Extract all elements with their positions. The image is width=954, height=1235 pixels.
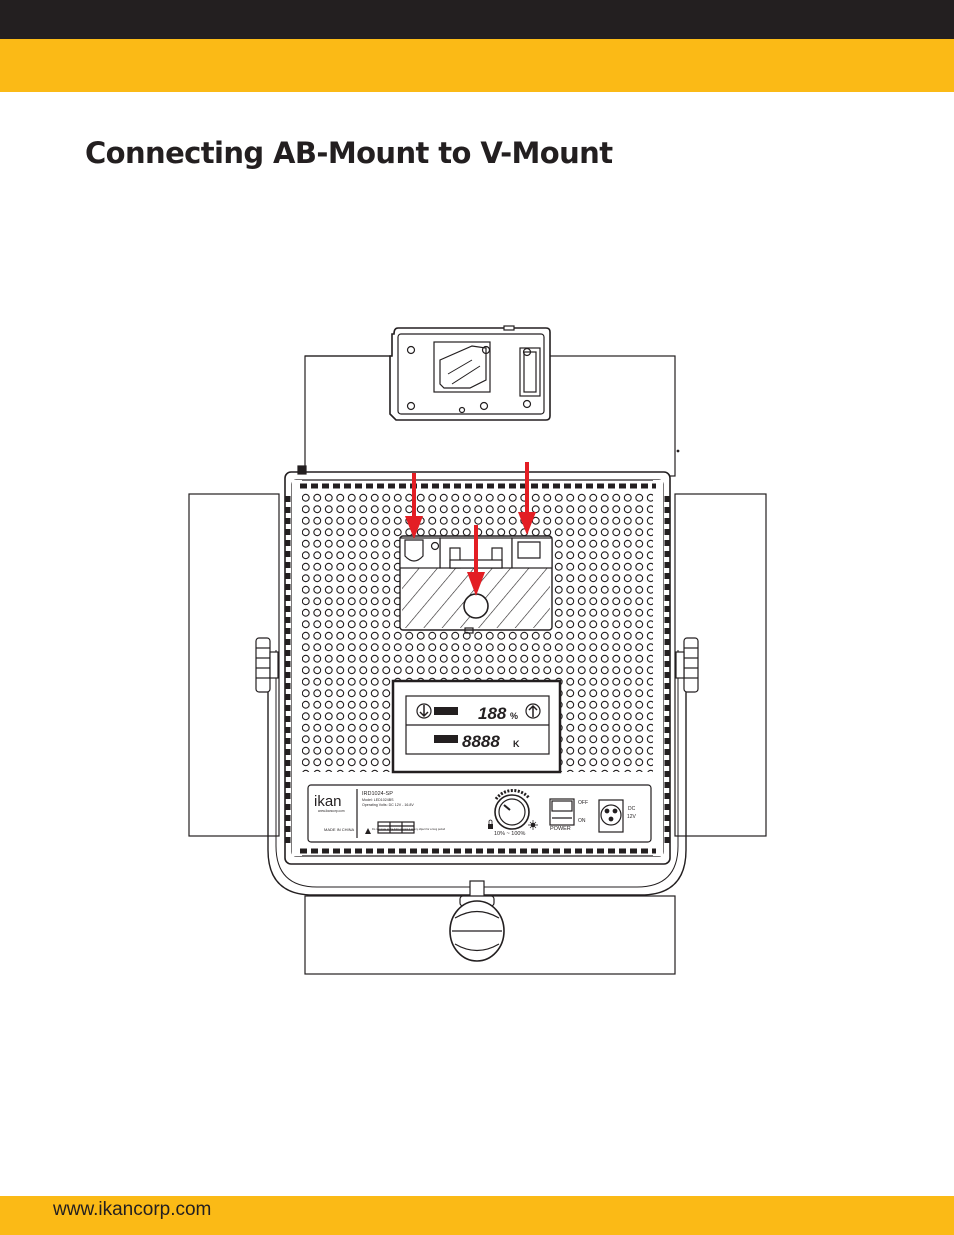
dimmer-knob[interactable] [494,788,531,830]
kelvin-unit: K [513,739,520,749]
switch-off-label: OFF [578,800,588,806]
brand-logo: ikan [314,793,342,810]
voltage-line: Operating Volts: DC 12V - 16.8V [362,803,414,807]
mounting-arrows [405,462,536,596]
dc-voltage-label: 12V [627,814,637,820]
header-bar [0,0,954,39]
power-label: POWER [550,826,571,832]
arrow-down-icon[interactable] [416,703,432,719]
header-accent-band [0,39,954,92]
page-title: Connecting AB-Mount to V-Mount [85,136,613,170]
switch-on-label: ON [578,818,586,824]
footer-band [0,1196,954,1235]
warning-text: Do not stare at the light or point it at… [372,827,446,831]
arrow-center-mount [467,525,485,596]
footer-website-link[interactable]: www.ikancorp.com [53,1199,212,1220]
yoke-knob-bottom [449,880,505,962]
dc-label: DC [628,806,636,812]
v-mount-plate [305,325,680,453]
dimmer-range-label: 10% ~ 100% [494,831,525,837]
yoke-knob-right [675,637,699,693]
arrow-left-mount [405,473,423,539]
yoke-knob-left [255,637,279,693]
arrow-right-mount [518,462,536,535]
made-in-label: MADE IN CHINA [324,827,355,832]
percent-readout: 188 [478,704,507,723]
model-number: IRD1024-SP [362,791,393,797]
arrow-up-icon[interactable] [525,703,541,719]
power-switch[interactable] [549,798,575,826]
percent-unit: % [510,711,518,721]
lock-icon [488,819,493,829]
kelvin-readout: 8888 [462,732,500,751]
dc-connector[interactable] [598,799,624,833]
warning-icon [365,828,371,834]
sun-icon [528,820,538,830]
model-line: Model: LED1024BS [362,798,394,802]
display-digits: 188 % 8888 K [416,703,541,751]
brand-url: www.ikancorp.com [318,809,345,813]
display-housing [391,679,562,774]
